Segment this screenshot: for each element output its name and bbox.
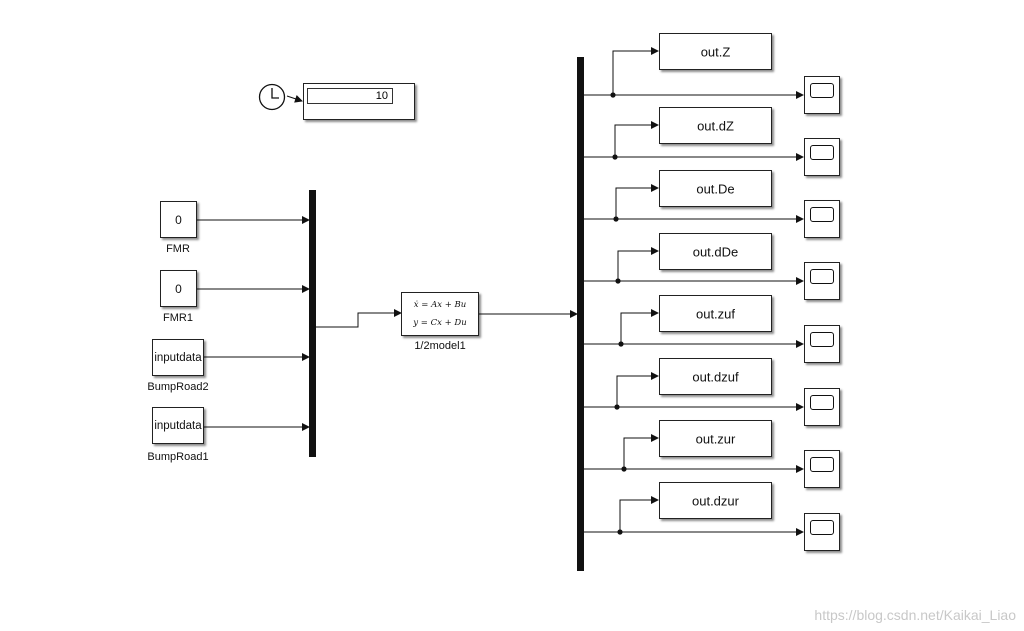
to-workspace-block[interactable]: out.dZ bbox=[659, 107, 772, 144]
branch-point bbox=[613, 216, 619, 222]
workspace-signal-line bbox=[614, 121, 659, 157]
branch-point bbox=[621, 466, 627, 472]
scope-block[interactable] bbox=[804, 76, 840, 114]
scope-icon bbox=[810, 83, 834, 98]
scope-icon bbox=[810, 207, 834, 222]
from-workspace-value: inputdata bbox=[154, 351, 202, 364]
display-block[interactable]: 10 bbox=[303, 83, 415, 120]
watermark: https://blog.csdn.net/Kaikai_Liao bbox=[814, 607, 1016, 623]
constant-block-fmr1[interactable]: 0 bbox=[160, 270, 197, 307]
branch-point bbox=[615, 278, 621, 284]
to-workspace-variable: out.zuf bbox=[695, 306, 736, 321]
to-workspace-block[interactable]: out.dzuf bbox=[659, 358, 772, 395]
clock-icon[interactable] bbox=[257, 82, 287, 112]
scope-block[interactable] bbox=[804, 138, 840, 176]
from-workspace-label: BumpRoad1 bbox=[147, 451, 209, 463]
workspace-signal-line bbox=[619, 496, 659, 532]
branch-point bbox=[610, 92, 616, 98]
branch-point bbox=[614, 404, 620, 410]
workspace-signal-line bbox=[623, 434, 659, 469]
to-workspace-variable: out.Z bbox=[700, 44, 731, 59]
to-workspace-variable: out.dzur bbox=[692, 493, 739, 508]
branch-point bbox=[617, 529, 623, 535]
from-workspace-value: inputdata bbox=[154, 419, 202, 432]
workspace-signal-line bbox=[612, 47, 659, 95]
clock-signal-line bbox=[286, 94, 303, 103]
scope-block[interactable] bbox=[804, 513, 840, 551]
scope-icon bbox=[810, 395, 834, 410]
from-workspace-block-bumproad2[interactable]: inputdata bbox=[152, 339, 204, 376]
scope-block[interactable] bbox=[804, 450, 840, 488]
branch-point bbox=[618, 341, 624, 347]
constant-value: 0 bbox=[175, 212, 182, 227]
scope-icon bbox=[810, 457, 834, 472]
to-workspace-variable: out.dDe bbox=[692, 244, 739, 259]
scope-block[interactable] bbox=[804, 262, 840, 300]
to-workspace-variable: out.dZ bbox=[697, 118, 734, 133]
mux-block[interactable] bbox=[309, 190, 316, 457]
constant-label: FMR bbox=[166, 243, 190, 255]
to-workspace-block[interactable]: out.zur bbox=[659, 420, 772, 457]
to-workspace-variable: out.De bbox=[696, 181, 735, 196]
constant-label: FMR1 bbox=[163, 312, 193, 324]
workspace-signal-line bbox=[615, 184, 659, 219]
state-space-label: 1/2model1 bbox=[414, 340, 466, 352]
scope-block[interactable] bbox=[804, 200, 840, 238]
scope-icon bbox=[810, 332, 834, 347]
scope-block[interactable] bbox=[804, 388, 840, 426]
from-workspace-label: BumpRoad2 bbox=[147, 381, 209, 393]
constant-block-fmr[interactable]: 0 bbox=[160, 201, 197, 238]
mux-to-model-line bbox=[316, 309, 402, 328]
to-workspace-block[interactable]: out.zuf bbox=[659, 295, 772, 332]
to-workspace-block[interactable]: out.dDe bbox=[659, 233, 772, 270]
to-workspace-block[interactable]: out.dzur bbox=[659, 482, 772, 519]
demux-block[interactable] bbox=[577, 57, 584, 571]
constant-value: 0 bbox=[175, 281, 182, 296]
workspace-signal-line bbox=[620, 309, 659, 344]
from-workspace-block-bumproad1[interactable]: inputdata bbox=[152, 407, 204, 444]
scope-icon bbox=[810, 269, 834, 284]
to-workspace-block[interactable]: out.Z bbox=[659, 33, 772, 70]
branch-point bbox=[612, 154, 618, 160]
output-equation: y = Cx + Du bbox=[413, 318, 467, 328]
to-workspace-variable: out.dzuf bbox=[692, 369, 739, 384]
scope-icon bbox=[810, 145, 834, 160]
scope-block[interactable] bbox=[804, 325, 840, 363]
to-workspace-block[interactable]: out.De bbox=[659, 170, 772, 207]
workspace-signal-line bbox=[616, 372, 659, 407]
workspace-signal-line bbox=[617, 247, 659, 281]
scope-icon bbox=[810, 520, 834, 535]
state-equation: ẋ = Ax + Bu bbox=[413, 300, 467, 310]
to-workspace-variable: out.zur bbox=[695, 431, 736, 446]
state-space-block[interactable]: ẋ = Ax + Bu y = Cx + Du bbox=[401, 292, 479, 336]
display-value: 10 bbox=[307, 88, 393, 104]
